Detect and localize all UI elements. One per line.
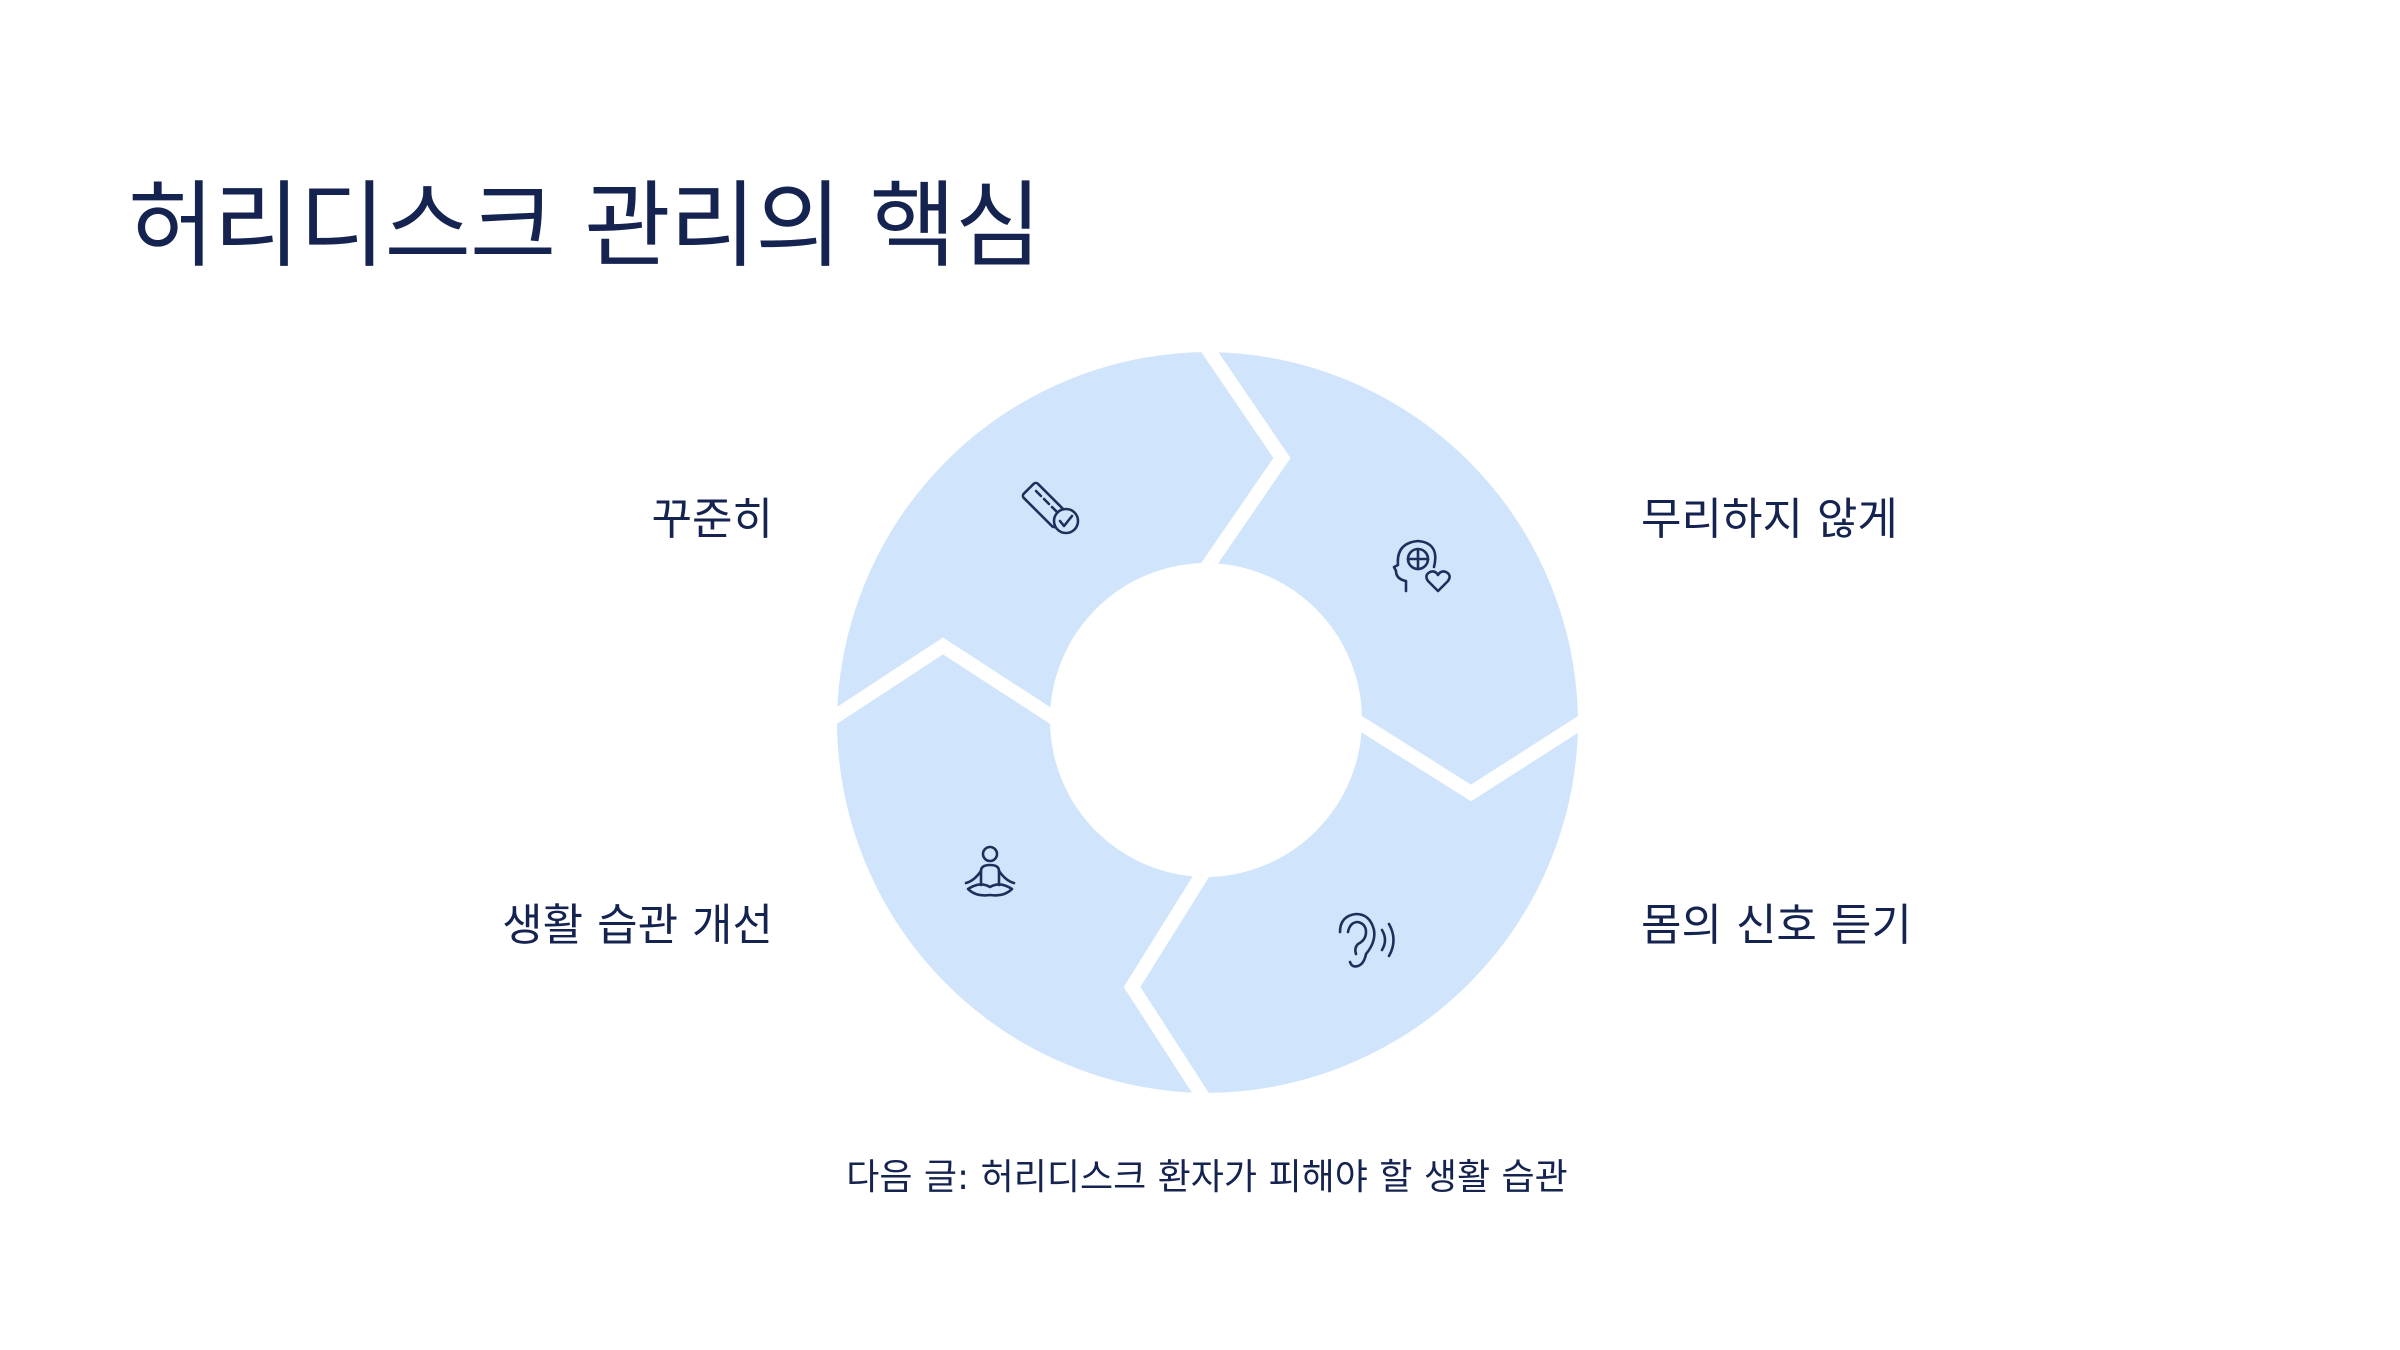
label-listen-to-body: 몸의 신호 듣기 xyxy=(1641,900,1912,951)
cycle-segment-bottom-right xyxy=(1123,707,1593,1108)
ruler-check-icon xyxy=(1021,481,1080,535)
cycle-segment-top-left xyxy=(822,337,1291,734)
ear-sound-icon xyxy=(1338,912,1395,968)
cycle-segment-bottom-left xyxy=(822,637,1218,1108)
next-post-link[interactable]: 다음 글: 허리디스크 환자가 피해야 할 생활 습관 xyxy=(846,1157,1568,1198)
meditation-icon xyxy=(964,845,1016,897)
label-improve-habits: 생활 습관 개선 xyxy=(502,900,773,951)
head-heart-icon xyxy=(1392,539,1451,593)
label-consistently: 꾸준히 xyxy=(651,494,773,545)
label-dont-overdo: 무리하지 않게 xyxy=(1641,494,1898,545)
page-title: 허리디스크 관리의 핵심 xyxy=(128,172,1042,281)
